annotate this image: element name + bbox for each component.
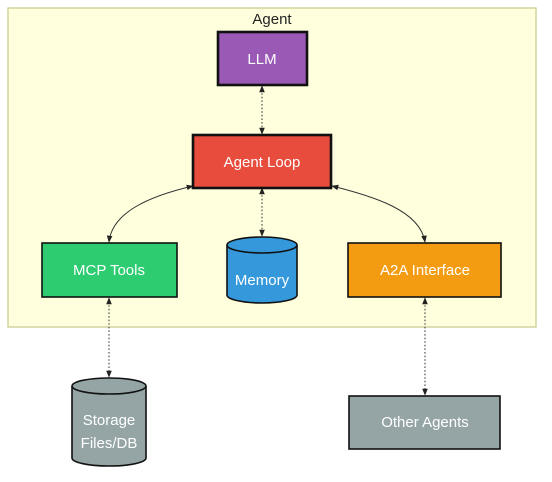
agent-cluster-label: Agent [252,11,292,28]
storage-label-line2: Files/DB [81,435,138,452]
a2a-interface-box [347,242,502,298]
agent-loop-box [191,133,333,190]
a2a-interface-label: A2A Interface [380,262,470,279]
other-agents-box [348,395,501,450]
memory-node: Memory [226,236,298,304]
memory-cylinder-rim [226,244,298,254]
edge-agent-loop-a2a-interface [331,184,427,243]
other-agents-node: Other Agents [348,395,501,450]
edges [106,85,428,396]
mcp-tools-box [41,242,178,298]
memory-label: Memory [235,272,290,289]
llm-node: LLM [216,30,309,87]
storage-cylinder [71,377,147,467]
memory-cylinder [226,236,298,304]
storage-label-line1: Storage [83,412,136,429]
llm-box [216,30,309,87]
storage-cylinder-rim [71,385,147,395]
edge-agent-loop-mcp-tools [106,184,194,243]
other-agents-label: Other Agents [381,414,469,431]
storage-node: Storage Files/DB [71,377,147,467]
agent-loop-node: Agent Loop [191,133,333,190]
a2a-interface-node: A2A Interface [347,242,502,298]
agent-loop-label: Agent Loop [224,154,301,171]
llm-label: LLM [247,51,276,68]
mcp-tools-node: MCP Tools [41,242,178,298]
mcp-tools-label: MCP Tools [73,262,145,279]
